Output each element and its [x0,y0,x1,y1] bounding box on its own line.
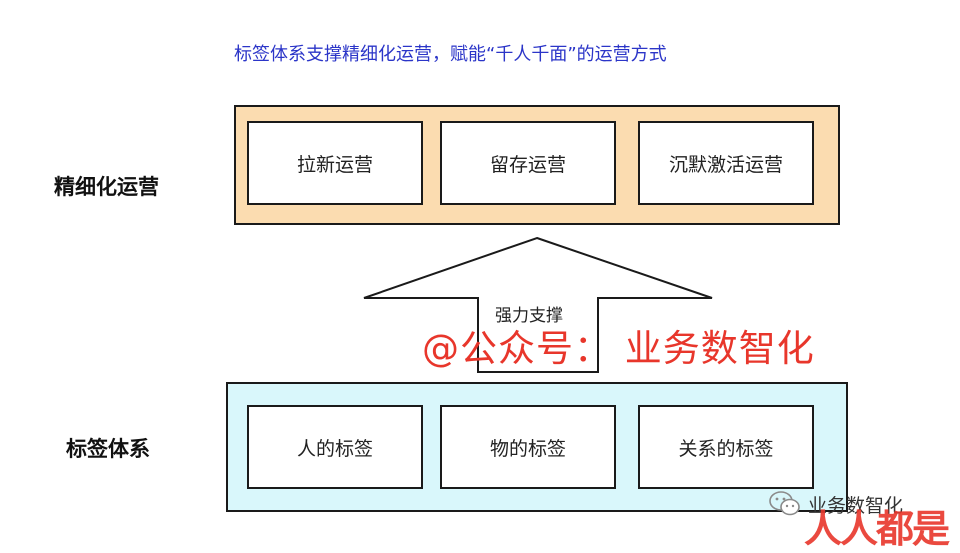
box-acquisition: 拉新运营 [247,121,423,205]
box-reactivation: 沉默激活运营 [638,121,814,205]
brand-logo: 人人都是 [804,507,950,551]
diagram-title: 标签体系支撑精细化运营，赋能“千人千面”的运营方式 [234,44,667,65]
arrow-label: 强力支撑 [495,306,563,326]
box-people-tags: 人的标签 [247,405,423,489]
bottom-row-label: 标签体系 [66,437,150,461]
up-arrow-shape [363,236,713,373]
box-retention: 留存运营 [440,121,616,205]
watermark-text: @公众号： 业务数智化 [422,327,815,370]
box-relation-tags: 关系的标签 [638,405,814,489]
wechat-icon [769,491,800,516]
box-object-tags: 物的标签 [440,405,616,489]
wechat-attribution: 业务数智化 [768,490,903,518]
top-row-label: 精细化运营 [54,175,159,199]
wechat-account-name: 业务数智化 [808,494,904,517]
